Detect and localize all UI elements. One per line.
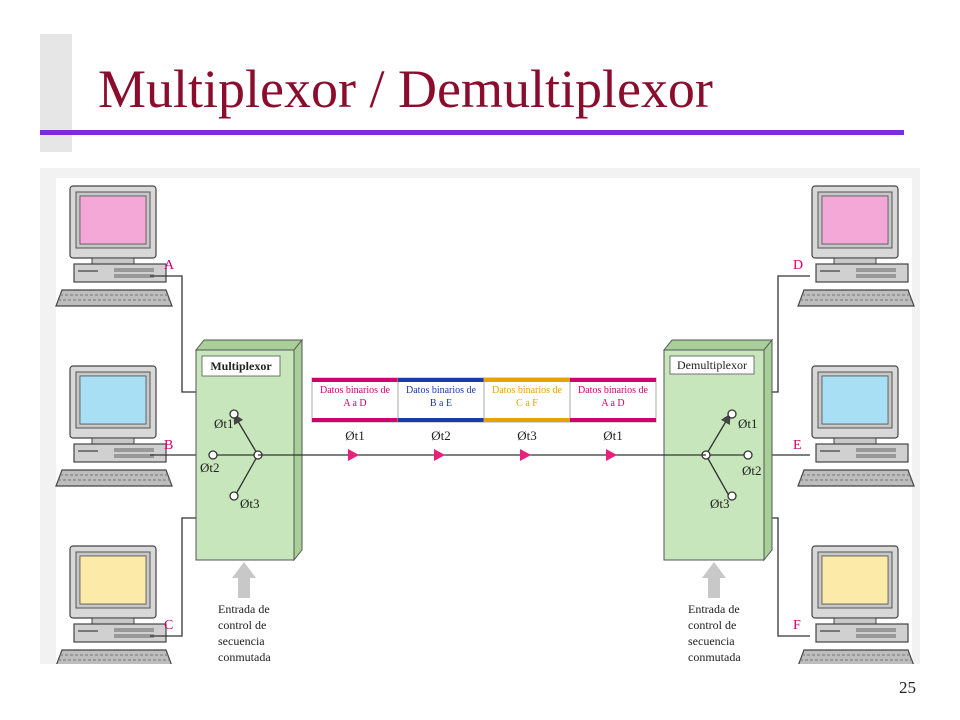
data-flow-arrow — [606, 449, 617, 461]
monitor-screen — [79, 195, 147, 245]
terminal-label-d: D — [793, 258, 803, 273]
demultiplexor-label: Demultiplexor — [677, 358, 747, 372]
multiplexor-box: Multiplexor — [194, 338, 304, 562]
time-slot-label: Øt2 — [431, 428, 451, 443]
multiplexing-diagram: A B C D E F Multiplexor Demultiplexor — [40, 168, 920, 664]
time-slot-label: Øt3 — [517, 428, 537, 443]
packet-label: Datos binarios de — [492, 385, 563, 396]
control-label-right-line: secuencia — [688, 634, 735, 648]
data-packet: Datos binarios de B a E — [397, 377, 485, 423]
monitor-screen — [821, 555, 889, 605]
packet-label: A a D — [601, 398, 624, 409]
packet-label: Datos binarios de — [406, 385, 477, 396]
demux-switch-label-t1: Øt1 — [738, 416, 758, 431]
mux-switch-label-t3: Øt3 — [240, 496, 260, 511]
mux-switch-label-t1: Øt1 — [214, 416, 234, 431]
control-label-left-line: Entrada de — [218, 602, 270, 616]
data-flow-arrow — [348, 449, 359, 461]
control-label-left: Entrada de control de secuencia conmutad… — [218, 602, 271, 664]
packet-label: C a F — [516, 398, 538, 409]
terminal-label-a: A — [164, 258, 175, 273]
monitor-screen — [821, 375, 889, 425]
control-input-arrow-right — [702, 562, 726, 598]
data-packet: Datos binarios de A a D — [311, 377, 399, 423]
time-slot-label: Øt1 — [345, 428, 365, 443]
terminal-label-b: B — [164, 438, 173, 453]
demux-switch-label-t2: Øt2 — [742, 463, 762, 478]
control-label-left-line: conmutada — [218, 650, 271, 664]
multiplexor-switch — [208, 409, 263, 501]
control-label-left-line: secuencia — [218, 634, 265, 648]
control-label-left-line: control de — [218, 618, 266, 632]
multiplexor-label: Multiplexor — [210, 359, 272, 373]
terminal-label-c: C — [164, 618, 173, 633]
monitor-screen — [79, 555, 147, 605]
demux-switch-label-t3: Øt3 — [710, 496, 730, 511]
packet-label: A a D — [343, 398, 366, 409]
demultiplexor-box: Demultiplexor — [662, 338, 774, 562]
page-number: 25 — [899, 678, 916, 697]
demultiplexor-switch — [701, 409, 753, 501]
packet-label: B a E — [430, 398, 452, 409]
packet-label: Datos binarios de — [320, 385, 391, 396]
data-packet: Datos binarios de C a F — [483, 377, 571, 423]
title-underline — [40, 130, 904, 135]
control-label-right-line: conmutada — [688, 650, 741, 664]
time-slot-label: Øt1 — [603, 428, 623, 443]
data-flow-arrow — [520, 449, 531, 461]
monitor-screen — [821, 195, 889, 245]
slide-title: Multiplexor / Demultiplexor — [98, 59, 713, 119]
mux-switch-label-t2: Øt2 — [200, 460, 220, 475]
monitor-screen — [79, 375, 147, 425]
control-label-right-line: Entrada de — [688, 602, 740, 616]
control-label-right: Entrada de control de secuencia conmutad… — [688, 602, 741, 664]
terminal-label-e: E — [793, 438, 802, 453]
control-input-arrow-left — [232, 562, 256, 598]
control-label-right-line: control de — [688, 618, 736, 632]
data-packet: Datos binarios de A a D — [569, 377, 657, 423]
packet-label: Datos binarios de — [578, 385, 649, 396]
terminal-label-f: F — [793, 618, 801, 633]
data-flow-arrow — [434, 449, 445, 461]
